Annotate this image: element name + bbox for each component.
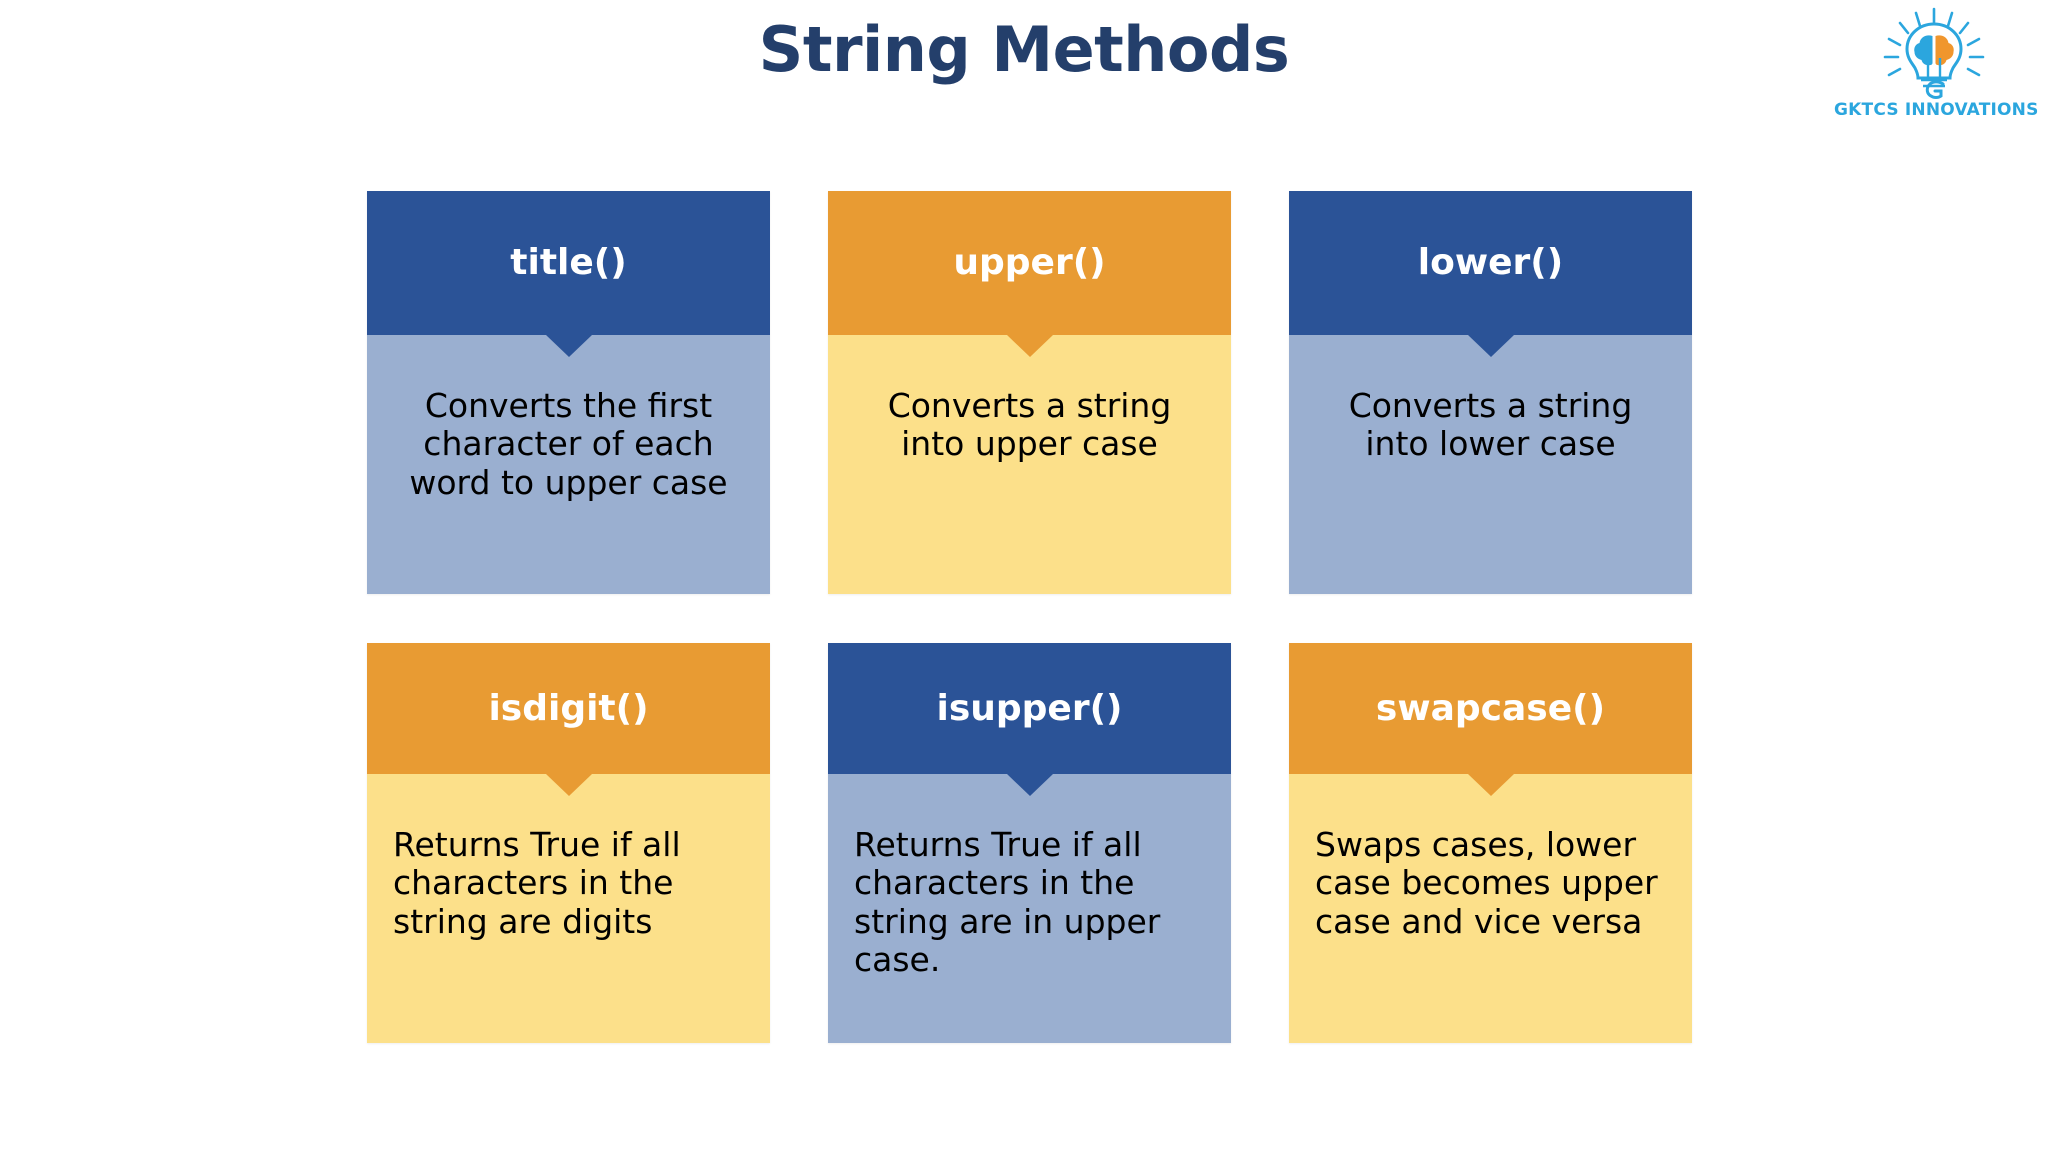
method-card-header: isupper() [828, 643, 1231, 796]
method-card-header: title() [367, 191, 770, 357]
method-description: Returns True if all characters in the st… [367, 774, 770, 1043]
method-name: upper() [953, 242, 1106, 284]
method-card-header: upper() [828, 191, 1231, 357]
method-description: Swaps cases, lower case becomes upper ca… [1289, 774, 1692, 1043]
pointer-notch-icon [1006, 774, 1053, 796]
method-card-header: swapcase() [1289, 643, 1692, 796]
method-name: isupper() [936, 687, 1123, 729]
methods-row-2: isdigit() Returns True if all characters… [367, 643, 1692, 1043]
method-name: title() [510, 242, 627, 284]
method-card-isupper[interactable]: isupper() Returns True if all characters… [828, 643, 1231, 1043]
method-description: Converts the first character of each wor… [367, 335, 770, 594]
pointer-notch-icon [1006, 335, 1053, 357]
method-card-swapcase[interactable]: swapcase() Swaps cases, lower case becom… [1289, 643, 1692, 1043]
method-card-upper[interactable]: upper() Converts a string into upper cas… [828, 191, 1231, 594]
method-card-title[interactable]: title() Converts the first character of … [367, 191, 770, 594]
brand-logo: GKTCS INNOVATIONS [1834, 6, 2039, 130]
method-description: Converts a string into lower case [1289, 335, 1692, 594]
method-name: isdigit() [488, 687, 649, 729]
pointer-notch-icon [1467, 774, 1514, 796]
method-card-header: isdigit() [367, 643, 770, 796]
method-card-lower[interactable]: lower() Converts a string into lower cas… [1289, 191, 1692, 594]
pointer-notch-icon [1467, 335, 1514, 357]
method-description: Returns True if all characters in the st… [828, 774, 1231, 1043]
brand-name: GKTCS INNOVATIONS [1834, 100, 2039, 120]
method-description: Converts a string into upper case [828, 335, 1231, 594]
method-card-isdigit[interactable]: isdigit() Returns True if all characters… [367, 643, 770, 1043]
pointer-notch-icon [545, 774, 592, 796]
page-title: String Methods [758, 13, 1290, 86]
method-card-header: lower() [1289, 191, 1692, 357]
methods-grid: title() Converts the first character of … [367, 191, 1692, 1043]
method-name: lower() [1417, 242, 1564, 284]
methods-row-1: title() Converts the first character of … [367, 191, 1692, 594]
pointer-notch-icon [545, 335, 592, 357]
lightbulb-brain-icon [1834, 6, 2034, 102]
method-name: swapcase() [1375, 687, 1606, 729]
